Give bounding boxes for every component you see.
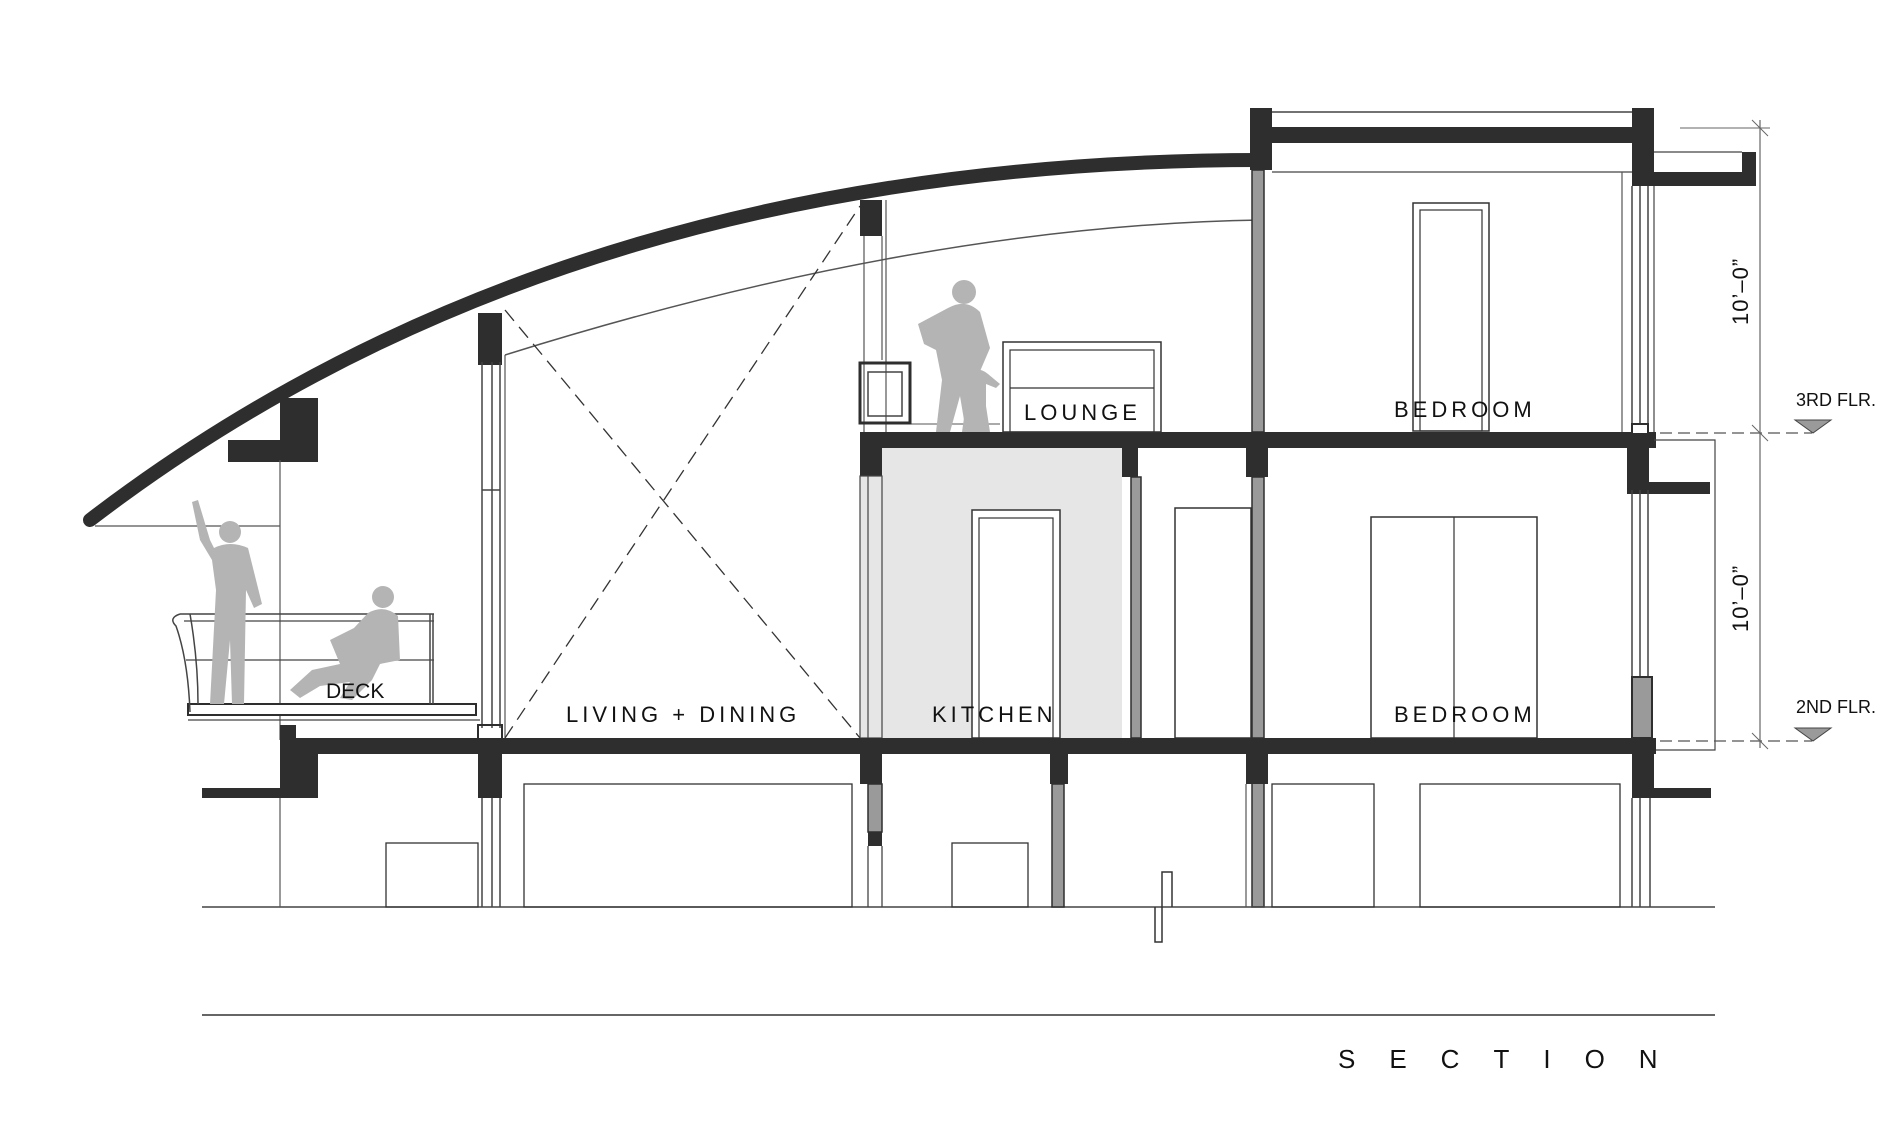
curved-roof: [83, 153, 1269, 527]
beam-right: [1632, 754, 1654, 790]
garage-door-right-a: [1271, 783, 1375, 908]
drawing-title: SECTION: [1338, 1044, 1692, 1074]
second-floor-slab: [280, 738, 1656, 754]
beam-main: [1246, 754, 1268, 784]
label-lounge: LOUNGE: [1024, 400, 1141, 425]
roof-block-kitchen: [860, 200, 882, 236]
basement-center-column: [1051, 783, 1065, 908]
stair-drop: [1154, 871, 1173, 943]
label-deck: DECK: [326, 680, 384, 703]
lower-right-column: [1631, 676, 1653, 739]
column-main-lower: [1251, 476, 1265, 739]
balcony-roof-slab: [1632, 172, 1744, 186]
label-living-dining: LIVING + DINING: [566, 702, 800, 727]
label-kitchen: KITCHEN: [932, 702, 1057, 727]
basement-kitchen-column: [867, 783, 883, 833]
lounge-sofa-inner: [1009, 349, 1155, 433]
label-second-floor: 2ND FLR.: [1796, 697, 1876, 717]
label-bedroom-lower: BEDROOM: [1394, 702, 1536, 727]
right-facade-outline: [1654, 439, 1716, 751]
deck-floor: [187, 703, 477, 716]
top-roof-slab: [1250, 127, 1654, 143]
garage-door-right-b: [1419, 783, 1621, 908]
label-third-floor: 3RD FLR.: [1796, 390, 1876, 410]
middle-door: [1174, 507, 1252, 739]
dim-arrow-top-a: [1751, 119, 1769, 137]
kitchen-partition: [1130, 476, 1142, 739]
figure-seated: [290, 586, 400, 700]
slab-beam-b: [1246, 445, 1268, 477]
kitchen-door: [971, 509, 1061, 739]
figure-child-lounge: [962, 352, 1000, 432]
beam-kitchen: [860, 754, 882, 784]
dimension-upper: 10’–0”: [1728, 258, 1753, 325]
basement-box-center: [951, 842, 1029, 908]
roof-block-mid: [478, 313, 502, 365]
deck-railing-end-inner: [189, 613, 199, 705]
third-floor-slab: [860, 432, 1656, 448]
figure-standing-waving: [192, 500, 262, 704]
void-diagonal-b: [504, 205, 861, 739]
basement-kitchen-column-foot: [868, 832, 882, 846]
roof-block-eave: [228, 440, 318, 462]
void-diagonal-a: [504, 309, 861, 739]
slab-beam-c: [1627, 440, 1649, 490]
lounge-cabinet: [858, 361, 912, 425]
dim-arrow-bot-a: [1751, 732, 1769, 750]
third-floor-marker: [1631, 423, 1649, 435]
column-main-upper: [1251, 169, 1265, 433]
parapet-right: [1632, 108, 1654, 183]
garage-door-left: [523, 783, 853, 908]
beam-living-left: [478, 754, 502, 798]
kitchen-left-wall: [859, 475, 883, 739]
ground-overhang-right: [1632, 788, 1711, 798]
label-bedroom-upper: BEDROOM: [1394, 397, 1536, 422]
beam-center: [1050, 754, 1068, 784]
second-floor-level-marker: [1793, 727, 1833, 742]
deck-railing-end: [172, 613, 191, 713]
balcony-roof-end: [1742, 152, 1756, 186]
third-floor-level-marker: [1793, 419, 1833, 434]
dim-arrow-mid-a: [1751, 424, 1769, 442]
inner-ceiling-curve: [504, 219, 1263, 356]
upper-bedroom-door-inner: [1419, 209, 1483, 432]
slab-kitchen-end: [860, 432, 882, 476]
basement-box-left: [385, 842, 479, 908]
ground-overhang-left: [202, 788, 318, 798]
dimension-lower: 10’–0”: [1728, 565, 1753, 632]
lounge-cabinet-inner: [867, 371, 903, 417]
